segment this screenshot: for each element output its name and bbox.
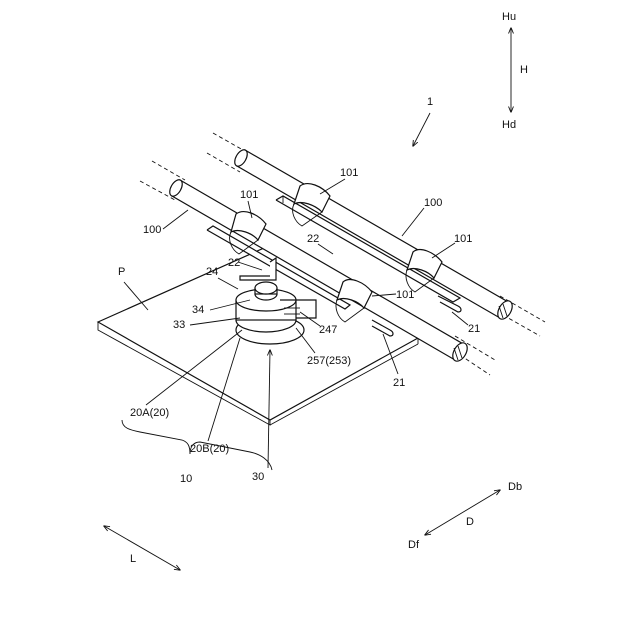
label-l: L <box>130 553 136 565</box>
label-db: Db <box>508 481 522 493</box>
label-base-33: 33 <box>173 319 185 331</box>
label-hu: Hu <box>502 11 516 23</box>
label-band-b: 101 <box>240 189 258 201</box>
label-band-c: 101 <box>454 233 472 245</box>
label-terminal-21-right: 21 <box>468 323 480 335</box>
label-part-247: 247 <box>319 324 337 336</box>
label-df: Df <box>408 539 420 551</box>
label-band-a: 101 <box>340 167 358 179</box>
figure-reference: 1 <box>413 96 433 146</box>
label-fig-ref: 1 <box>427 96 433 108</box>
lateral-direction-arrow: L <box>104 526 180 570</box>
label-cap-34: 34 <box>192 304 204 316</box>
label-plate: P <box>118 266 125 278</box>
label-h: H <box>520 64 528 76</box>
depth-direction-arrow: Db D Df <box>408 481 522 551</box>
label-hd: Hd <box>502 119 516 131</box>
label-part-257: 257(253) <box>307 355 351 367</box>
label-band-d: 101 <box>396 289 414 301</box>
label-d: D <box>466 516 474 528</box>
label-lead-24: 24 <box>206 266 218 278</box>
label-terminal-21-bottom: 21 <box>393 377 405 389</box>
label-wire-upper: 100 <box>424 197 442 209</box>
label-conductor-lower: 22 <box>228 257 240 269</box>
label-assembly-10: 10 <box>180 473 192 485</box>
label-conductor-upper: 22 <box>307 233 319 245</box>
label-unit-20a: 20A(20) <box>130 407 169 419</box>
label-unit-20b: 20B(20) <box>190 443 229 455</box>
label-part-30: 30 <box>252 471 264 483</box>
label-wire-lower: 100 <box>143 224 161 236</box>
height-direction-arrow: Hu H Hd <box>502 11 528 131</box>
